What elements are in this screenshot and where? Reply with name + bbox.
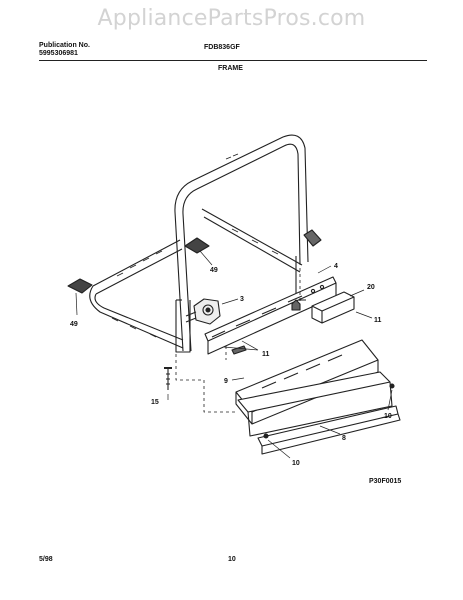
- leader-lines: [75, 250, 393, 459]
- figure-code: P30F0015: [369, 478, 402, 485]
- callout-49-center: 49: [210, 267, 218, 274]
- toe-panel: [237, 371, 401, 455]
- publication-label: Publication No.: [39, 42, 90, 49]
- callout-4: 4: [334, 263, 338, 270]
- page-number: 10: [228, 556, 236, 563]
- footer-date: 5/98: [39, 556, 53, 563]
- callout-10-bottom: 10: [292, 460, 300, 467]
- valve-assembly: [185, 298, 221, 325]
- callout-9: 9: [224, 378, 228, 385]
- screws: [164, 367, 395, 439]
- watermark: AppliancePartsPros.com: [97, 6, 366, 31]
- section-title: FRAME: [218, 65, 243, 72]
- callout-49-left: 49: [70, 321, 78, 328]
- alignment-lines: [175, 262, 301, 413]
- callout-15: 15: [151, 399, 159, 406]
- frame-rear-loop: [174, 134, 309, 352]
- hinge-bracket-right: [303, 229, 322, 247]
- callout-8: 8: [342, 435, 346, 442]
- callout-11-right: 11: [374, 317, 382, 324]
- publication-number: 5995306981: [39, 50, 78, 57]
- rail-slots: [111, 153, 279, 338]
- callout-3: 3: [240, 296, 244, 303]
- small-clips: [231, 299, 301, 355]
- callout-20: 20: [367, 284, 375, 291]
- frame-side-rails: [89, 208, 303, 349]
- hinge-bracket-center: [184, 237, 210, 254]
- hinge-bracket-left: [67, 278, 93, 294]
- callout-11-left: 11: [262, 351, 270, 358]
- model-number: FDB836GF: [204, 44, 240, 51]
- header-rule: [39, 60, 427, 61]
- control-bracket: [204, 276, 337, 355]
- callout-10-right: 10: [384, 413, 392, 420]
- panel-clip: [311, 291, 355, 324]
